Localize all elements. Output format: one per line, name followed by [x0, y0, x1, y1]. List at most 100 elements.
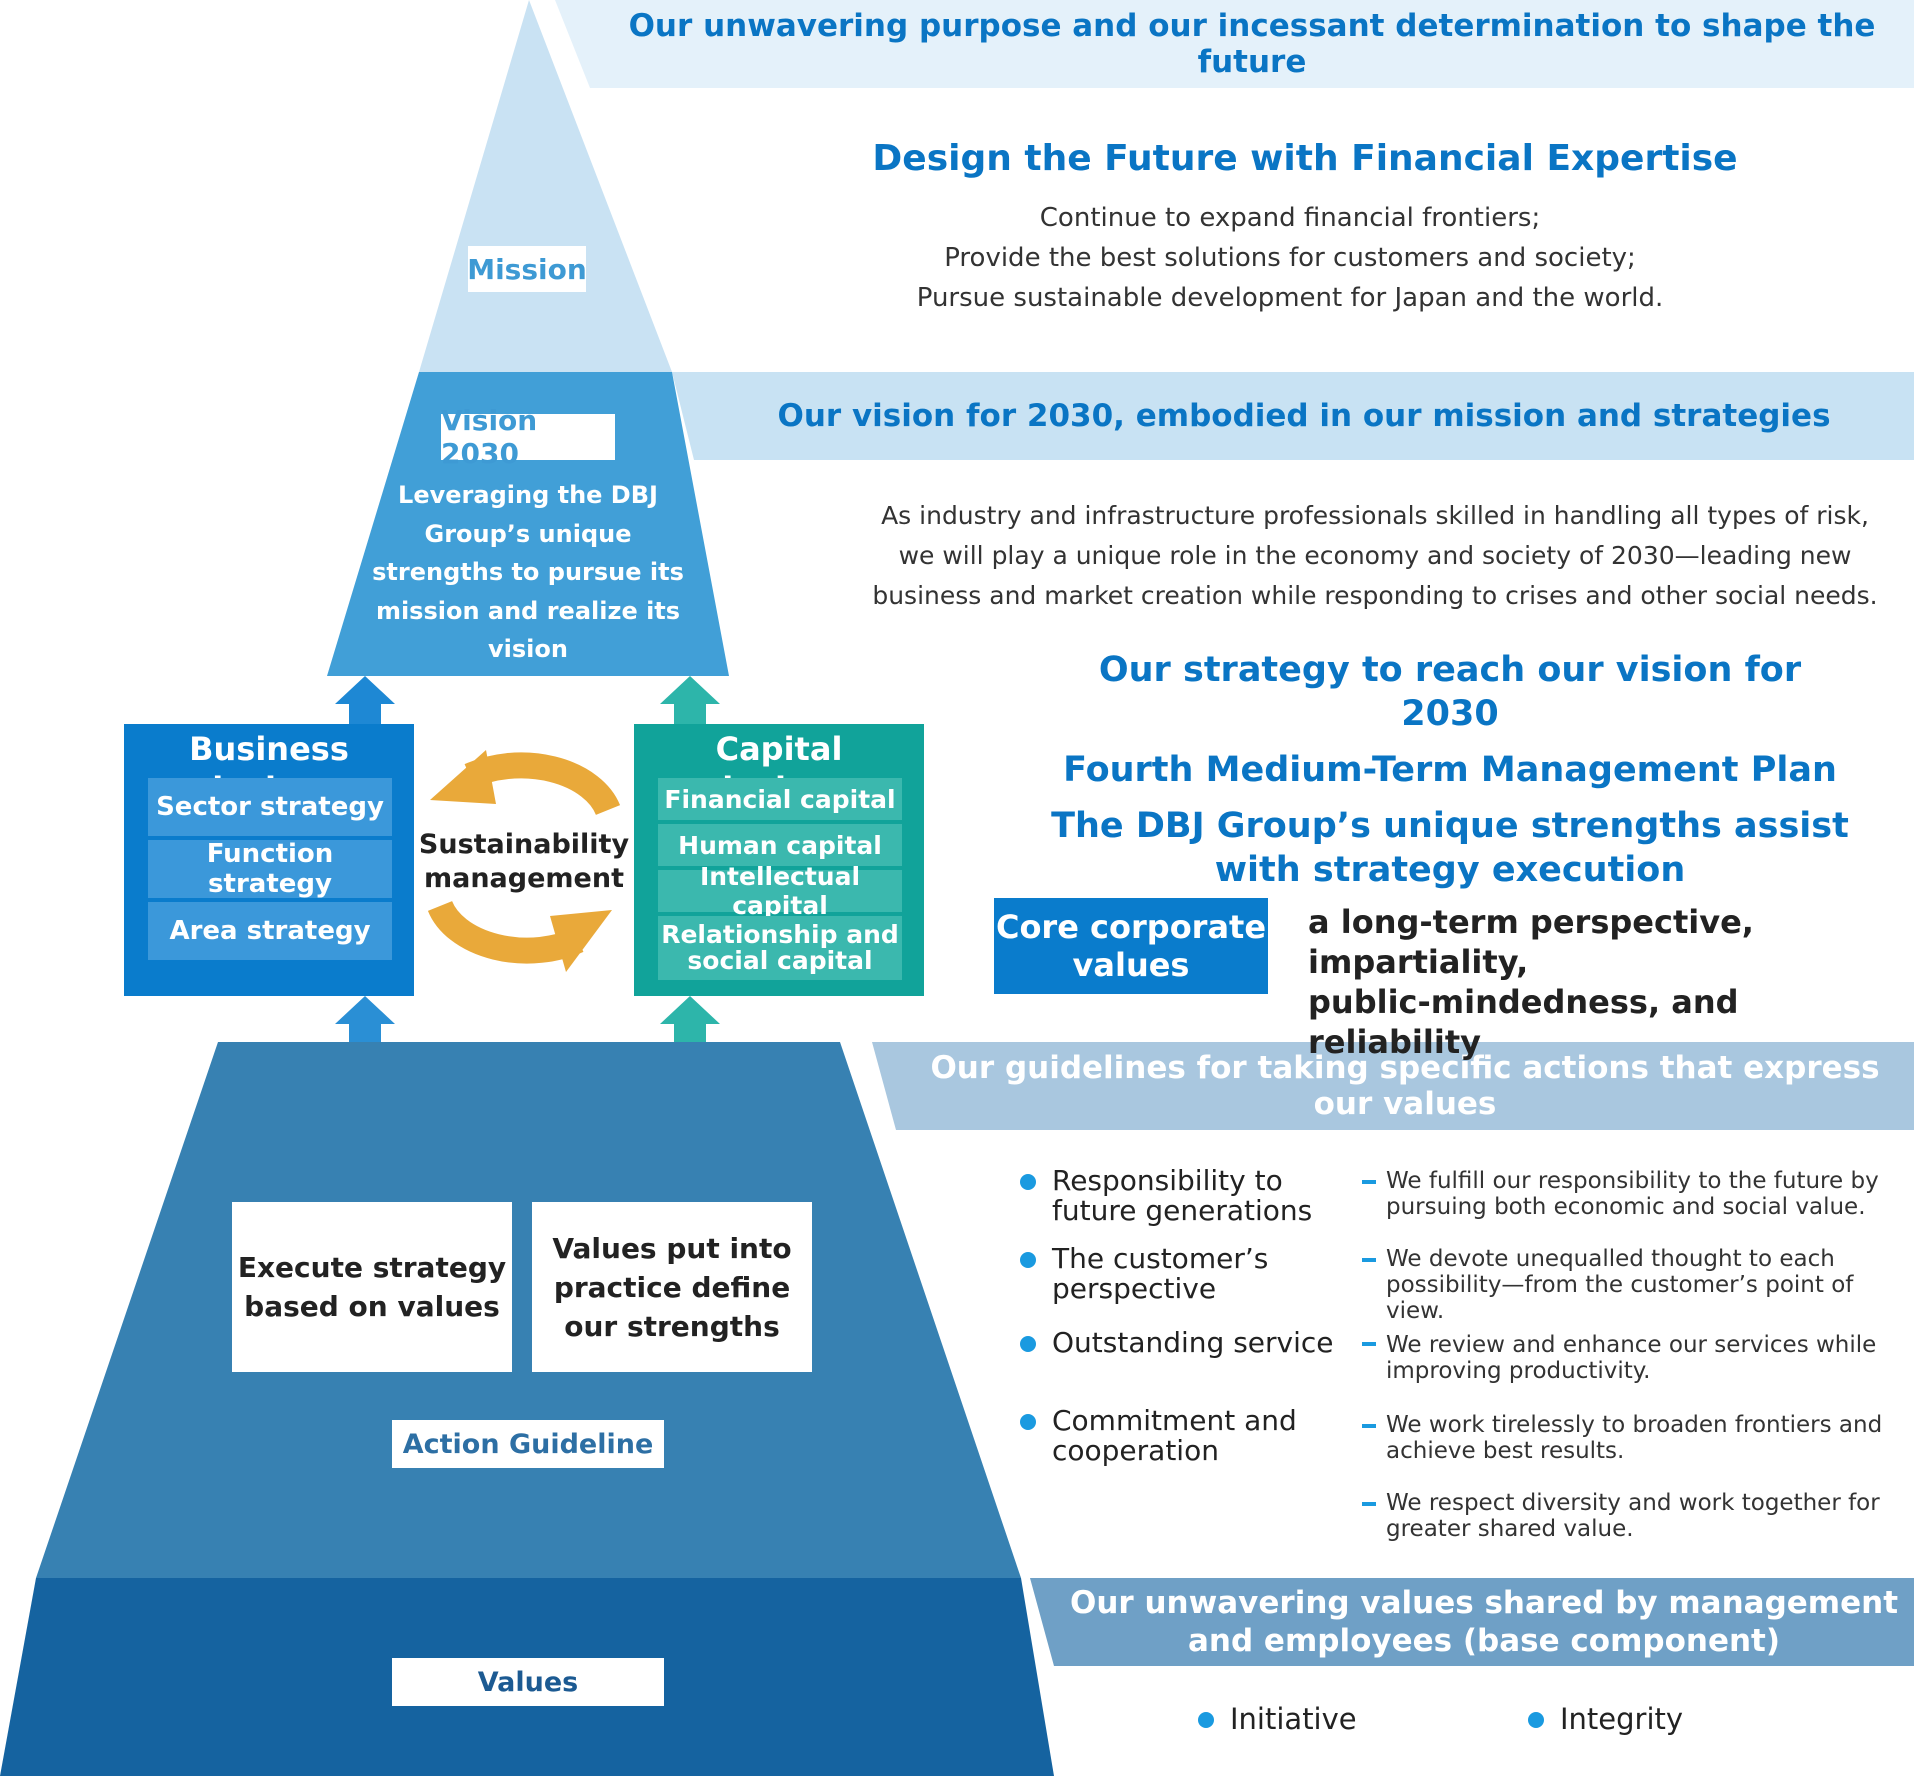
- core-values-text-line: a long-term perspective, impartiality,: [1308, 903, 1754, 981]
- capital-up-arrow-top: [660, 676, 720, 724]
- strategy-headings: Our strategy to reach our vision for 203…: [1050, 648, 1850, 892]
- area-strategy-item: Area strategy: [148, 902, 392, 960]
- execute-strategy-line: Execute strategy: [237, 1251, 507, 1284]
- core-values-label: Core corporate values: [994, 898, 1268, 994]
- values-practice-line: Values put into: [552, 1231, 792, 1265]
- bullet-dash: [1362, 1258, 1376, 1262]
- guidelines-band: [872, 1042, 1914, 1130]
- vision-text-line: Group’s unique: [424, 519, 632, 548]
- vision-text-line: vision: [488, 635, 568, 663]
- guideline-desc-line: We devote unequalled thought to each: [1386, 1246, 1835, 1272]
- business-up-arrow-bottom: [335, 996, 395, 1042]
- guideline-name-line: cooperation: [1052, 1434, 1219, 1467]
- guideline-desc-line: We fulfill our responsibility to the fut…: [1386, 1168, 1879, 1194]
- core-values-label-line: values: [1072, 946, 1190, 984]
- vision-text-line: Leveraging the DBJ: [398, 481, 658, 509]
- values-band-line-2: and employees (base component): [1187, 1623, 1781, 1659]
- guideline-desc-customer: We devote unequalled thought to each pos…: [1386, 1246, 1914, 1324]
- vision-2030-label: Vision 2030: [441, 404, 615, 470]
- strategy-line-vision: Our strategy to reach our vision for 203…: [1098, 650, 1802, 734]
- guideline-desc-responsibility: We fulfill our responsibility to the fut…: [1386, 1168, 1879, 1220]
- intellectual-capital-item: Intellectual capital: [658, 862, 902, 920]
- strategy-line-strengths: The DBJ Group’s unique strengths assist: [1051, 806, 1849, 846]
- vision-lines: As industry and infrastructure professio…: [870, 496, 1880, 616]
- values-practice-box: Values put into practice define our stre…: [532, 1202, 812, 1372]
- execute-strategy-box: Execute strategy based on values: [232, 1202, 512, 1372]
- guideline-desc-line: possibility—from the customer’s point of…: [1386, 1272, 1854, 1324]
- guideline-name-line: The customer’s: [1052, 1242, 1269, 1275]
- cycle-arrow-top: [464, 752, 621, 816]
- guideline-name-line: Responsibility to: [1052, 1164, 1283, 1197]
- sustainability-management-label: Sustainability management: [418, 828, 630, 896]
- values-band-text: Our unwavering values shared by manageme…: [1054, 1578, 1914, 1666]
- relationship-capital-line: social capital: [687, 946, 873, 975]
- execute-strategy-line: based on values: [244, 1290, 500, 1323]
- cycle-arrow-bottom: [427, 900, 584, 964]
- sustainability-line: Sustainability: [418, 829, 630, 860]
- strategy-line-execution: with strategy execution: [1214, 850, 1686, 890]
- capital-strategy-box: Capital strategy Financial capital Human…: [634, 724, 924, 996]
- values-band: [1030, 1578, 1914, 1666]
- value-integrity: Integrity: [1560, 1702, 1684, 1736]
- guideline-desc-line: We review and enhance our services while: [1386, 1332, 1877, 1358]
- pyramid-vision-section: [327, 372, 729, 676]
- bullet-dot: [1020, 1414, 1036, 1430]
- vision-text-line: strengths to pursue its: [372, 558, 684, 586]
- vision-description: Leveraging the DBJ Group’s unique streng…: [370, 476, 686, 669]
- bullet-dot: [1198, 1712, 1214, 1728]
- business-strategy-box: Business strategy Sector strategy Functi…: [124, 724, 414, 996]
- cycle-arrowhead-top: [430, 750, 496, 804]
- vision-text-line: mission and realize its: [375, 596, 681, 625]
- guideline-desc-line: greater shared value.: [1386, 1516, 1634, 1542]
- vision-band-text: Our vision for 2030, embodied in our mis…: [777, 398, 1831, 434]
- cycle-arrowhead-bottom: [550, 910, 612, 972]
- mission-label: Mission: [467, 246, 587, 292]
- guideline-commitment: Commitment and cooperation: [1052, 1406, 1297, 1466]
- bullet-dash: [1362, 1180, 1376, 1184]
- function-strategy-item: Function strategy: [148, 839, 392, 899]
- bullet-dash: [1362, 1424, 1376, 1428]
- values-band-line-1: Our unwavering values shared by manageme…: [1069, 1585, 1899, 1621]
- bullet-dash: [1362, 1502, 1376, 1506]
- value-initiative: Initiative: [1230, 1702, 1357, 1736]
- sector-strategy-item: Sector strategy: [148, 778, 392, 836]
- mission-line: Pursue sustainable development for Japan…: [916, 283, 1664, 313]
- pyramid-action-section: [36, 1042, 1021, 1578]
- mission-line: Provide the best solutions for customers…: [944, 243, 1636, 273]
- guideline-desc-line: pursuing both economic and social value.: [1386, 1194, 1866, 1220]
- values-practice-line: practice define: [553, 1270, 791, 1304]
- vision-band: [672, 372, 1914, 460]
- sustainability-line: management: [423, 863, 624, 894]
- guideline-responsibility: Responsibility to future generations: [1052, 1166, 1312, 1226]
- core-values-text: a long-term perspective, impartiality, p…: [1308, 902, 1908, 1062]
- mission-heading: Design the Future with Financial Experti…: [872, 138, 1738, 179]
- action-guideline-label: Action Guideline: [392, 1420, 664, 1468]
- financial-capital-item: Financial capital: [658, 778, 902, 820]
- mission-lines: Continue to expand financial frontiers; …: [830, 198, 1750, 318]
- guideline-desc-line: We work tirelessly to broaden frontiers …: [1386, 1412, 1883, 1438]
- guideline-desc-service: We review and enhance our services while…: [1386, 1332, 1876, 1384]
- guideline-desc-line: achieve best results.: [1386, 1438, 1625, 1464]
- vision-line: As industry and infrastructure professio…: [881, 501, 1869, 530]
- core-values-label-line: Core corporate: [995, 908, 1267, 946]
- business-up-arrow-top: [335, 676, 395, 724]
- guideline-desc-line: improving productivity.: [1386, 1358, 1651, 1384]
- guideline-name-line: Outstanding service: [1052, 1326, 1334, 1359]
- guideline-desc-diversity: We respect diversity and work together f…: [1386, 1490, 1880, 1542]
- bullet-dot: [1020, 1336, 1036, 1352]
- bullet-dot: [1020, 1174, 1036, 1190]
- guideline-desc-line: We respect diversity and work together f…: [1386, 1490, 1880, 1516]
- guideline-customer: The customer’s perspective: [1052, 1244, 1268, 1304]
- bullet-dash: [1362, 1342, 1376, 1346]
- purpose-band: [555, 0, 1914, 88]
- bullet-dot: [1528, 1712, 1544, 1728]
- core-values-text-line: public-mindedness, and reliability: [1308, 983, 1739, 1061]
- guideline-desc-commitment: We work tirelessly to broaden frontiers …: [1386, 1412, 1882, 1464]
- relationship-capital-line: Relationship and: [661, 920, 899, 949]
- purpose-band-text: Our unwavering purpose and our incessant…: [628, 8, 1876, 80]
- values-practice-line: our strengths: [564, 1309, 780, 1343]
- relationship-capital-item: Relationship and social capital: [658, 916, 902, 980]
- guideline-service: Outstanding service: [1052, 1328, 1334, 1358]
- mission-line: Continue to expand financial frontiers;: [1039, 203, 1541, 233]
- strategy-line-plan: Fourth Medium-Term Management Plan: [1063, 750, 1837, 790]
